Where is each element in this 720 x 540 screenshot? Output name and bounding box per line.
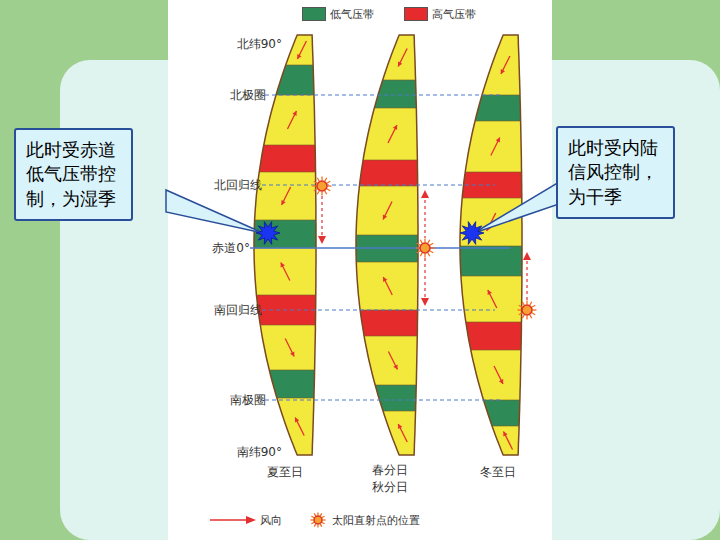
pressure-band	[240, 246, 540, 276]
callout-box: 此时受内陆信风控制，为干季	[556, 126, 675, 219]
legend-text: 风向	[260, 513, 282, 528]
wind-arrow	[282, 187, 291, 205]
wind-arrow-head	[503, 432, 507, 437]
wind-arrow	[491, 138, 500, 156]
legend-text: 低气压带	[330, 7, 374, 22]
wind-arrow	[297, 41, 306, 59]
wind-arrow	[388, 352, 397, 370]
pressure-band	[240, 322, 540, 350]
legend-text: 高气压带	[432, 7, 476, 22]
latitude-label: 南极圈	[230, 392, 266, 409]
wind-arrow-head	[398, 62, 402, 67]
wind-arrow-head	[393, 125, 397, 130]
legend-swatch	[404, 7, 428, 21]
callout-text: 此时受内陆信风控制，为干季	[568, 136, 663, 209]
callout-box: 此时受赤道低气压带控制，为湿季	[14, 128, 133, 221]
latitude-label: 赤道0°	[212, 240, 250, 257]
sun-symbol	[310, 512, 325, 527]
wind-arrow-head	[281, 200, 285, 205]
pressure-band	[240, 426, 540, 455]
sun-symbol	[313, 177, 332, 196]
latitude-label: 北纬90°	[237, 36, 282, 53]
column-outline	[356, 35, 418, 455]
wind-arrow	[285, 339, 294, 357]
wind-arrow-head	[398, 424, 402, 429]
wind-arrow	[504, 432, 513, 450]
wind-arrow-head	[393, 365, 397, 370]
wind-arrow-head	[295, 418, 299, 423]
pressure-band	[240, 400, 540, 426]
wind-arrow	[287, 111, 296, 129]
season-label: 夏至日	[267, 464, 303, 481]
pressure-column	[240, 35, 540, 455]
wind-arrow-head	[383, 215, 387, 220]
wind-arrow-head	[292, 111, 296, 116]
position-star	[460, 222, 484, 245]
latitude-label: 南回归线	[214, 302, 262, 319]
wind-arrow	[488, 290, 497, 308]
pressure-column	[240, 35, 540, 455]
wind-arrow-head	[281, 263, 285, 268]
panel	[60, 60, 720, 540]
season-label: 春分日	[372, 462, 408, 479]
pressure-band	[240, 172, 540, 198]
latitude-label: 北极圈	[230, 87, 266, 104]
column-outline	[460, 35, 522, 455]
pressure-band	[240, 350, 540, 400]
latitude-label: 北回归线	[214, 177, 262, 194]
wind-arrow-head	[501, 69, 505, 74]
wind-arrow-head	[488, 290, 492, 295]
wind-arrow	[383, 202, 392, 220]
wind-arrow	[281, 263, 290, 281]
pressure-band	[240, 121, 540, 172]
wind-arrow-head	[290, 352, 294, 357]
pressure-column	[240, 35, 540, 455]
legend-text: 太阳直射点的位置	[332, 513, 420, 528]
wind-arrow	[295, 418, 304, 436]
pressure-band	[240, 95, 540, 121]
white-panel	[168, 0, 552, 540]
season-label: 秋分日	[372, 479, 408, 496]
wind-arrow	[383, 277, 392, 295]
latitude-label: 南纬90°	[237, 444, 282, 461]
wind-arrow	[388, 125, 397, 143]
wind-arrow-head	[383, 277, 387, 282]
wind-arrow	[398, 49, 407, 67]
callout-text: 此时受赤道低气压带控制，为湿季	[26, 138, 121, 211]
position-star	[256, 222, 280, 245]
wind-arrow	[501, 56, 510, 74]
wind-arrow-head	[297, 54, 301, 59]
pressure-band	[240, 35, 540, 95]
wind-arrow-head	[496, 138, 500, 143]
sun-symbol	[416, 239, 435, 258]
wind-arrow-head	[499, 379, 503, 384]
wind-arrow	[398, 424, 407, 442]
legend-swatch	[302, 7, 326, 21]
wind-arrow	[494, 366, 503, 384]
sun-symbol	[518, 301, 537, 320]
pressure-band	[240, 276, 540, 322]
season-label: 冬至日	[480, 464, 516, 481]
